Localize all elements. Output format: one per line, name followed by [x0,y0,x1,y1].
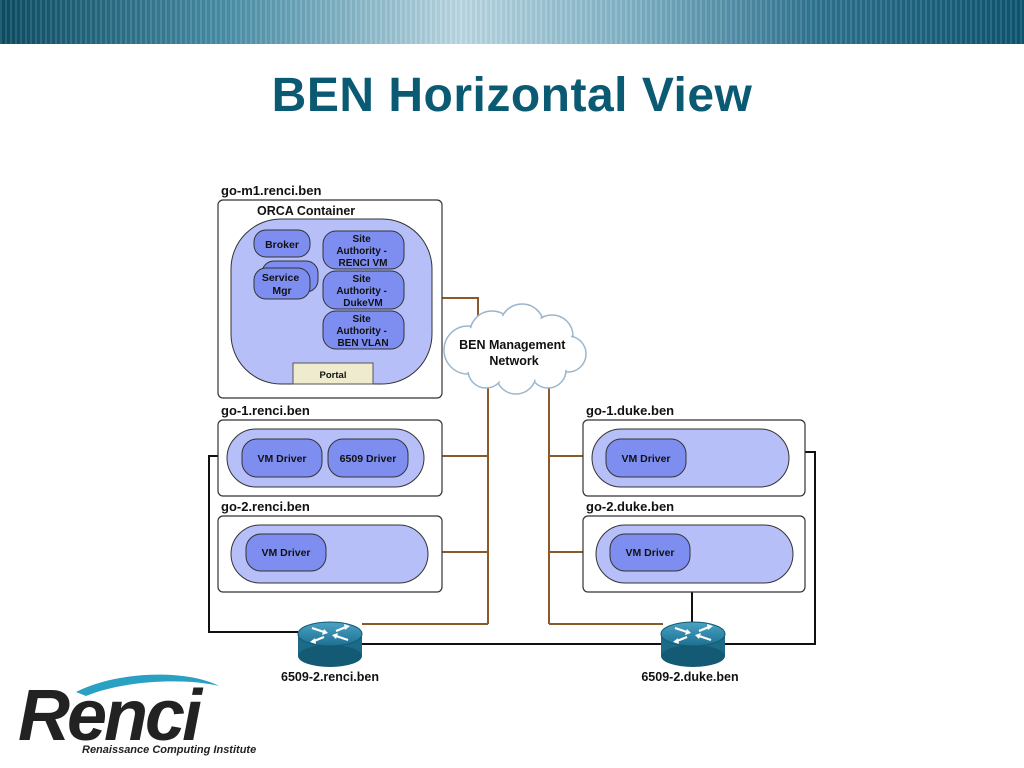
site-authority-renci-box[interactable] [322,230,405,270]
driver-6509-go1-renci[interactable] [327,438,409,478]
vm-driver-go2-duke[interactable] [609,533,691,572]
host-label-go1-duke: go-1.duke.ben [586,403,674,418]
vm-driver-label-go2-duke: VM Driver [625,547,674,559]
orca-container-label: ORCA Container [257,204,355,218]
logo-swoosh-icon [76,674,219,696]
vm-driver-label-go2-renci: VM Driver [261,547,310,559]
slide-title: BEN Horizontal View [271,69,753,122]
vm-driver-label-go1-renci: VM Driver [257,453,306,465]
site-authority-duke-label: Site Authority - DukeVM [336,274,389,309]
router-renci-label: 6509-2.renci.ben [281,670,379,684]
logo-tagline: Renaissance Computing Institute [82,744,256,756]
site-authority-renci-label: Site Authority - RENCI VM [336,234,389,269]
portal-label: Portal [320,370,347,381]
vm-driver-go2-renci[interactable] [245,533,327,572]
vm-driver-go1-duke[interactable] [605,438,687,478]
host-label-go2-renci: go-2.renci.ben [221,499,310,514]
link-renci-data [208,455,298,633]
broker-label: Broker [265,239,299,251]
service-mgr-label: Service Mgr [262,272,302,297]
portal-box[interactable] [292,362,374,385]
management-network-cloud[interactable]: BEN Management Network [443,303,587,395]
router-duke[interactable] [660,621,726,667]
router-renci[interactable] [297,621,363,667]
vm-driver-label-go1-duke: VM Driver [621,453,670,465]
site-authority-ben-label: Site Authority - BEN VLAN [336,314,389,349]
router-duke-arrows-icon [673,624,713,644]
site-authority-duke-box[interactable] [322,270,405,310]
data-links [208,451,816,645]
host-label-go2-duke: go-2.duke.ben [586,499,674,514]
link-m1-mgmt [442,297,479,320]
router-renci-arrows-icon [310,624,350,644]
broker-box[interactable] [253,229,311,258]
link-duke-data [725,451,816,645]
management-links [362,297,663,625]
header-banner [0,0,1024,44]
host-label-m1: go-m1.renci.ben [221,183,321,198]
renci-logo: Renci Renaissance Computing Institute [18,674,256,756]
service-mgr-box[interactable] [253,267,311,300]
logo-wordmark: Renci [18,676,204,756]
router-duke-label: 6509-2.duke.ben [641,670,738,684]
host-label-go1-renci: go-1.renci.ben [221,403,310,418]
management-network-label: BEN Management Network [459,338,569,368]
driver-6509-label-go1-renci: 6509 Driver [340,453,397,465]
vm-driver-go1-renci[interactable] [241,438,323,478]
site-authority-ben-box[interactable] [322,310,405,350]
